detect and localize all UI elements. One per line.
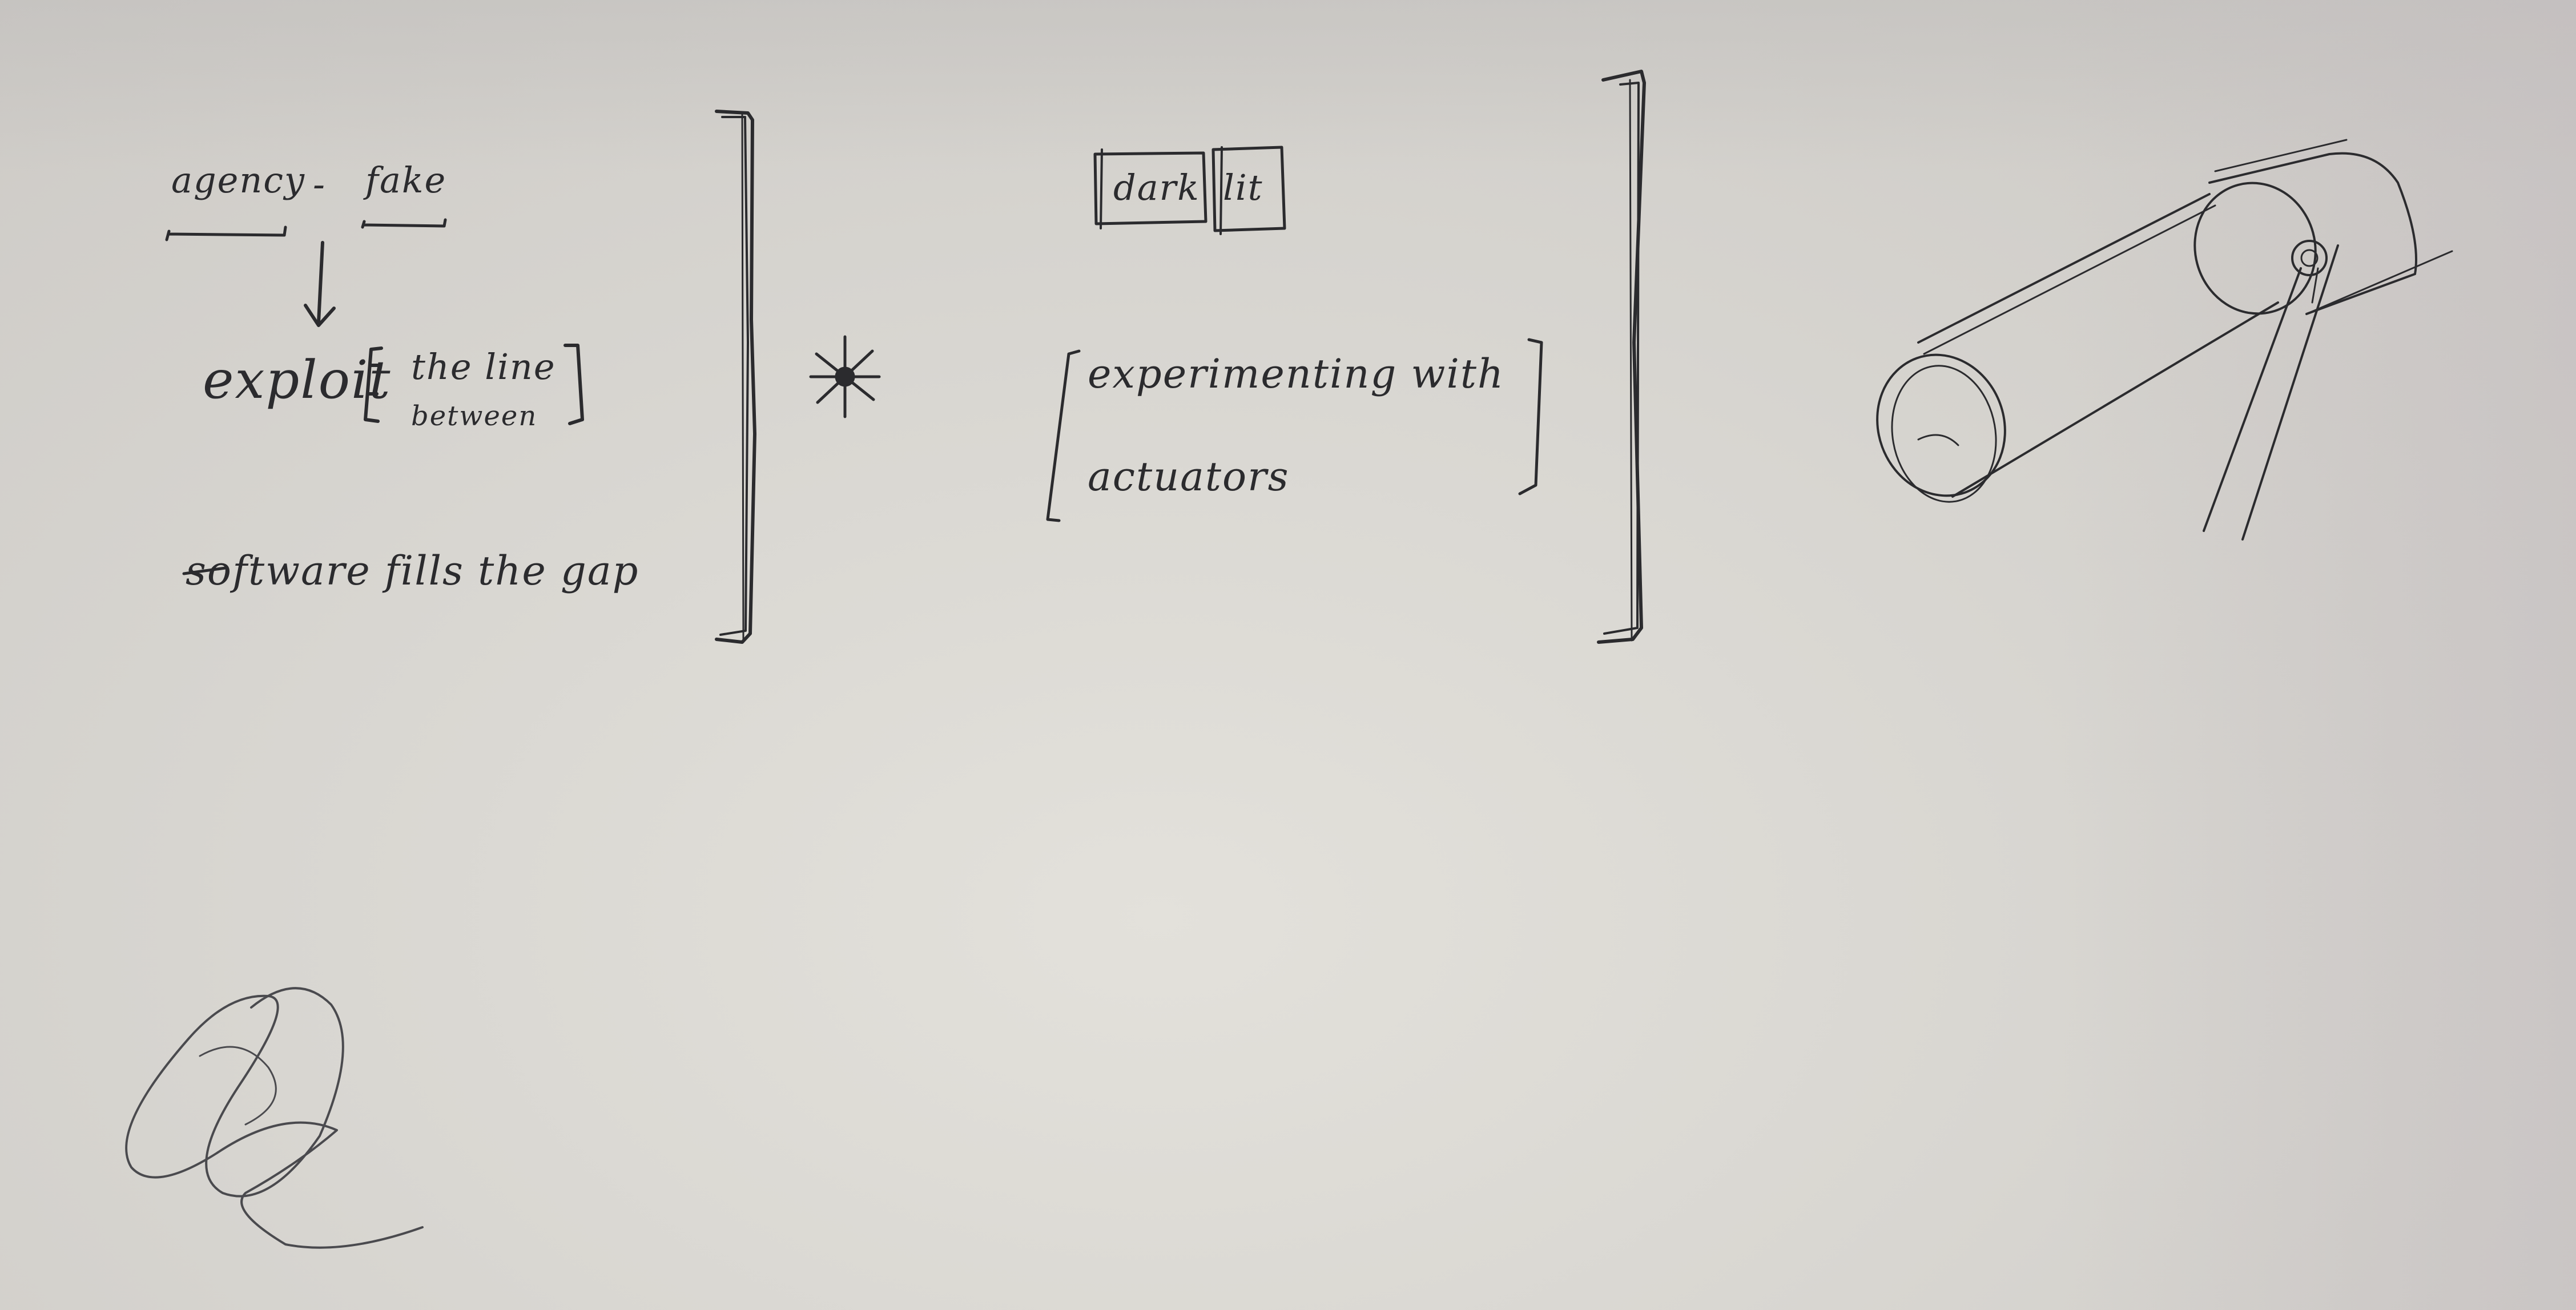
cylinder-sketch [1876,139,2453,541]
note-the-line: the line [411,346,556,388]
left-bracket [364,346,383,423]
note-between: between [411,400,538,432]
fake-underline [361,218,447,229]
note-dark: dark [1113,167,1200,208]
note-actuators: actuators [1088,453,1290,500]
exp-left-bracket [1046,349,1081,522]
note-fake: fake [365,159,447,201]
note-lit: lit [1223,167,1263,208]
asterisk-icon [809,335,881,418]
note-experimenting: experimenting with [1088,350,1505,397]
note-dash: - [313,163,326,205]
dark-lit-boxes [1093,146,1286,235]
bracket-2 [1597,70,1646,644]
scribble-signature [125,987,424,1249]
note-software-fills-gap: software fills the gap [186,547,639,594]
bracket-1 [715,110,756,644]
right-shadow [2062,0,2576,1310]
down-arrow-icon [304,241,336,327]
note-agency: agency [171,159,306,201]
agency-underline [165,225,287,241]
exp-right-bracket [1518,338,1543,495]
right-bracket [564,344,584,425]
note-exploit: exploit [203,349,392,410]
